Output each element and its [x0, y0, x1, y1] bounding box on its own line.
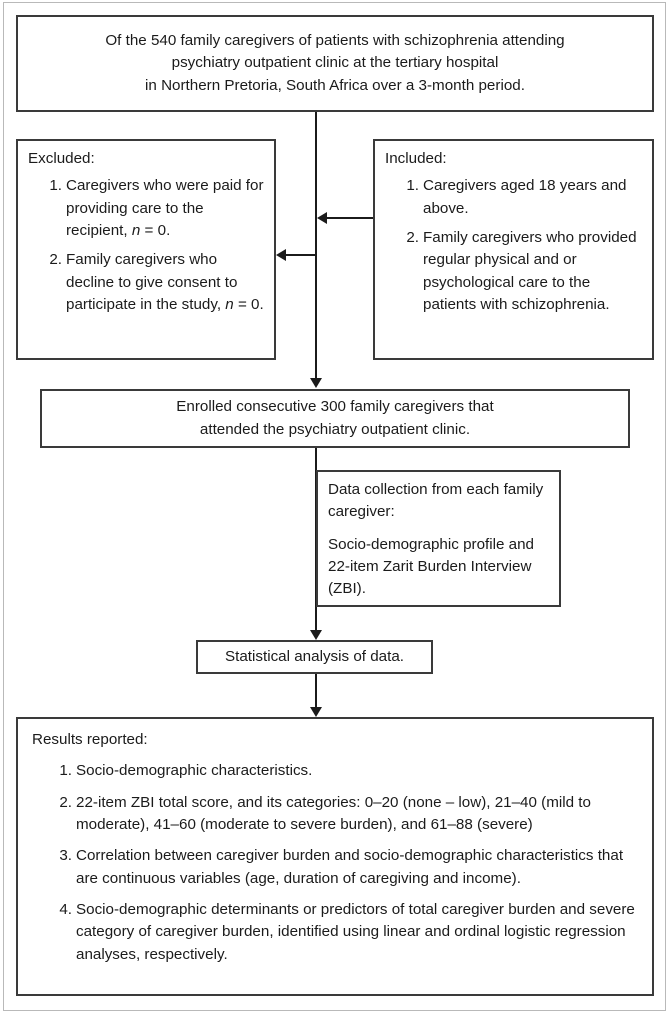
node-enrolled: Enrolled consecutive 300 family caregive… — [40, 389, 630, 448]
list-item-number: 2. — [406, 229, 419, 247]
arrowhead-spine-to-excluded — [276, 249, 286, 261]
list-item-text: Socio-demographic characteristics. — [76, 762, 313, 780]
data-collection-paragraph-2: Socio-demographic profile and 22-item Za… — [328, 535, 534, 598]
list-item-number: 1. — [406, 177, 419, 195]
node-results: Results reported: 1.Socio-demographic ch… — [16, 717, 654, 996]
list-item: 3.Correlation between caregiver burden a… — [50, 845, 638, 890]
node-data-collection: Data collection from each family caregiv… — [316, 470, 561, 607]
data-collection-paragraph-1: Data collection from each family caregiv… — [328, 481, 544, 521]
list-item-text: 22-item ZBI total score, and its categor… — [76, 793, 591, 834]
connector-included-to-spine — [326, 217, 373, 219]
node-excluded: Excluded: 1.Caregivers who were paid for… — [16, 139, 276, 360]
list-item-number: 1. — [49, 177, 62, 195]
list-item-text: Correlation between caregiver burden and… — [76, 847, 624, 887]
source-line-2: psychiatry outpatient clinic at the tert… — [171, 54, 499, 72]
list-item: 2.22-item ZBI total score, and its categ… — [50, 792, 638, 837]
enrolled-line-2: attended the psychiatry outpatient clini… — [199, 420, 471, 438]
list-item: 4.Socio-demographic determinants or pred… — [50, 899, 638, 966]
list-item-number: 1. — [59, 762, 72, 780]
list-item-text: Family caregivers who provided regular p… — [423, 229, 637, 314]
list-item-number: 2. — [49, 251, 62, 269]
arrowhead-enrolled-to-statistics — [310, 630, 322, 640]
node-excluded-heading: Excluded: — [28, 150, 95, 167]
list-item-number: 3. — [59, 847, 72, 865]
list-item: 1.Caregivers who were paid for providing… — [40, 175, 264, 242]
node-results-heading: Results reported: — [32, 731, 148, 748]
source-line-3: in Northern Pretoria, South Africa over … — [145, 76, 525, 94]
list-item-italic: n — [131, 222, 141, 240]
node-source-population: Of the 540 family caregivers of patients… — [16, 15, 654, 112]
node-excluded-list: 1.Caregivers who were paid for providing… — [40, 175, 264, 316]
arrowhead-statistics-to-results — [310, 707, 322, 717]
list-item: 1.Socio-demographic characteristics. — [50, 760, 638, 782]
figure-frame — [3, 2, 666, 1011]
node-included: Included: 1.Caregivers aged 18 years and… — [373, 139, 654, 360]
source-line-1: Of the 540 family caregivers of patients… — [105, 31, 565, 49]
list-item-text-tail: = 0. — [233, 296, 264, 314]
connector-spine-to-excluded — [285, 254, 316, 256]
list-item-text: Family caregivers who decline to give co… — [66, 251, 238, 314]
list-item-text-tail: = 0. — [140, 222, 171, 240]
list-item: 1.Caregivers aged 18 years and above. — [397, 175, 642, 220]
node-statistical-analysis: Statistical analysis of data. — [196, 640, 433, 674]
node-statistical-analysis-label: Statistical analysis of data. — [225, 647, 404, 665]
enrolled-line-1: Enrolled consecutive 300 family caregive… — [176, 398, 494, 416]
node-results-list: 1.Socio-demographic characteristics. 2.2… — [50, 760, 638, 966]
node-included-list: 1.Caregivers aged 18 years and above. 2.… — [397, 175, 642, 316]
list-item-number: 2. — [59, 793, 72, 811]
arrowhead-source-to-enrolled — [310, 378, 322, 388]
list-item: 2.Family caregivers who decline to give … — [40, 249, 264, 316]
list-item: 2.Family caregivers who provided regular… — [397, 227, 642, 316]
connector-statistics-to-results — [315, 674, 317, 709]
list-item-text: Caregivers aged 18 years and above. — [423, 177, 627, 217]
node-source-population-text: Of the 540 family caregivers of patients… — [105, 30, 564, 97]
node-enrolled-text: Enrolled consecutive 300 family caregive… — [176, 396, 493, 441]
list-item-text: Socio-demographic determinants or predic… — [76, 901, 635, 963]
list-item-text: Caregivers who were paid for providing c… — [66, 177, 264, 240]
list-item-number: 4. — [59, 901, 72, 919]
list-item-italic: n — [225, 296, 234, 314]
node-included-heading: Included: — [385, 150, 447, 167]
arrowhead-included-to-spine — [317, 212, 327, 224]
connector-source-to-enrolled — [315, 112, 317, 379]
